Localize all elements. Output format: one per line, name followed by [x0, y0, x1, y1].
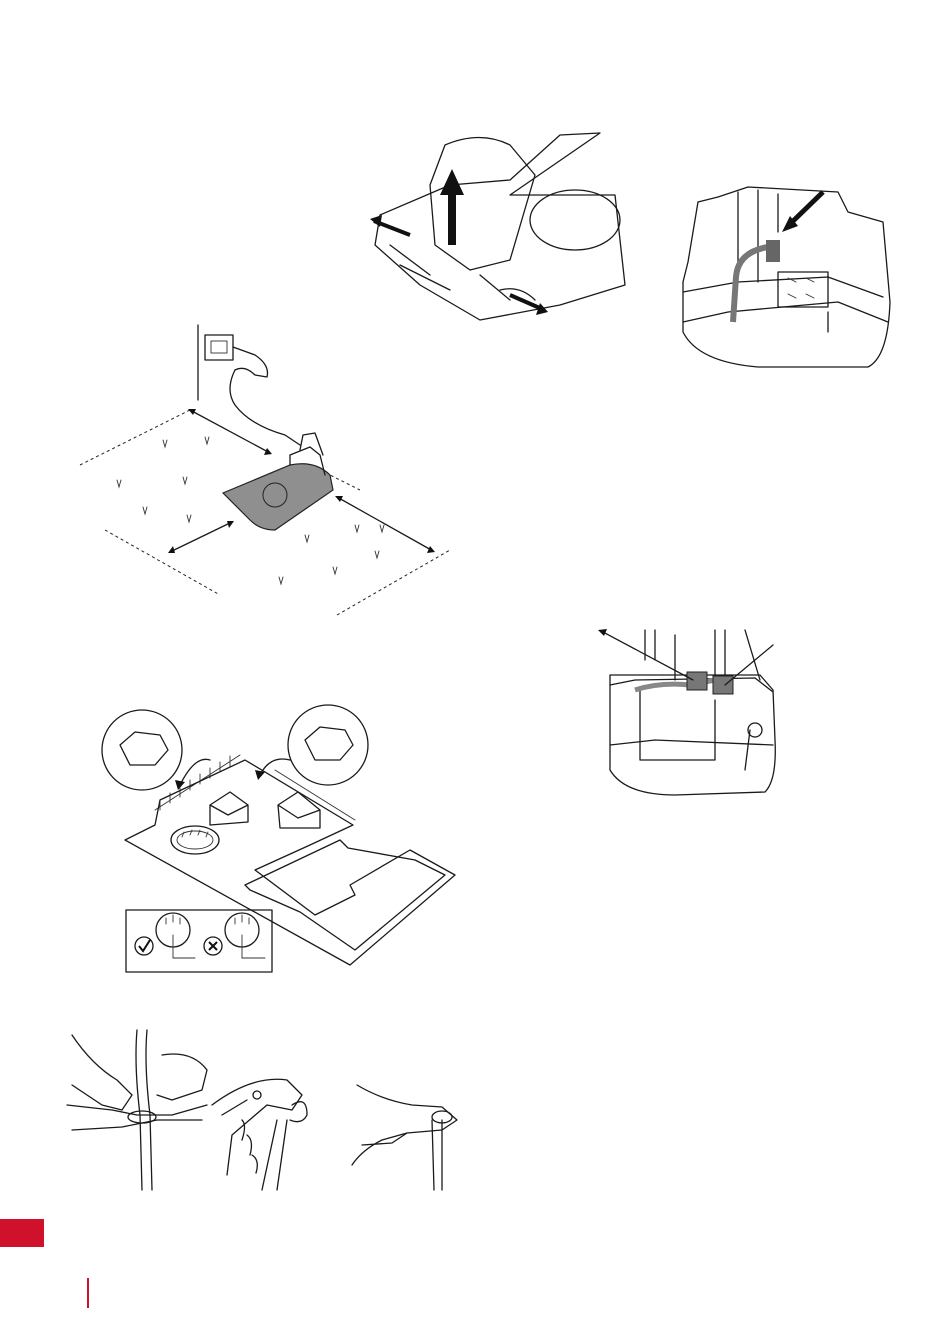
page-section-tab	[0, 1219, 44, 1247]
figure-station-connector	[678, 182, 893, 372]
page-number-rule	[87, 1278, 89, 1308]
figure-guide-wire-connectors	[595, 620, 780, 800]
figure-wire-coupler-steps	[62, 1025, 472, 1195]
figure-station-cover-lift	[360, 125, 630, 335]
figure-station-placement	[75, 315, 460, 620]
figure-boundary-wire-layout	[100, 700, 460, 980]
